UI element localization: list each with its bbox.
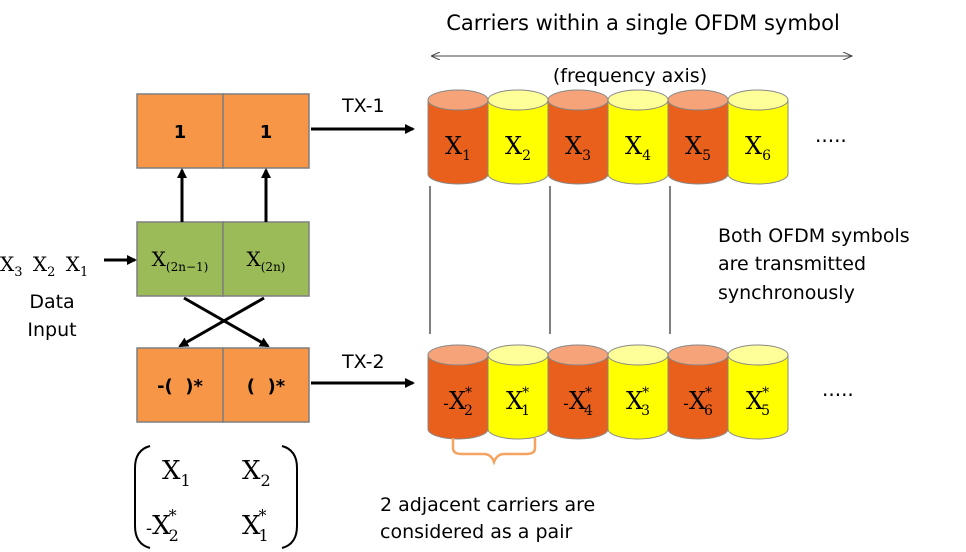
data-input-label-line2: Input bbox=[27, 319, 76, 341]
tx2-carrier-label-6: X*5 bbox=[746, 385, 770, 419]
alamouti-matrix: X1 X2 -X*2 X*1 bbox=[134, 445, 298, 549]
tx1-carrier-3: X3 bbox=[547, 89, 609, 185]
matrix-cell-1-2: X2 bbox=[242, 456, 271, 490]
frequency-axis-label: (frequency axis) bbox=[553, 65, 707, 87]
tx1-carrier-6: X6 bbox=[727, 89, 789, 185]
tx1-block: 1 1 bbox=[136, 93, 310, 169]
diagram-title: Carriers within a single OFDM symbol bbox=[446, 11, 840, 35]
tx1-carrier-2: X2 bbox=[487, 89, 549, 185]
matrix-right-bracket bbox=[281, 445, 298, 549]
tx2-carrier-label-4: X*3 bbox=[626, 385, 650, 419]
tx2-carrier-3: -X*4 bbox=[547, 344, 609, 440]
cross-arrow-left-to-right bbox=[183, 296, 270, 348]
sync-note-line3: synchronously bbox=[718, 282, 855, 304]
matrix-cell-2-2: X*1 bbox=[242, 506, 269, 545]
pair-brace bbox=[451, 438, 537, 466]
sync-note-line2: are transmitted bbox=[718, 253, 866, 275]
splitter-block: X(2n−1) X(2n) bbox=[136, 221, 310, 297]
matrix-cell-2-1: -X*2 bbox=[146, 506, 179, 545]
tx1-carrier-label-3: X3 bbox=[565, 132, 591, 164]
tx1-carrier-5: X5 bbox=[667, 89, 729, 185]
splitter-cell-left bbox=[136, 221, 224, 297]
tx2-carrier-label-5: -X*6 bbox=[683, 385, 713, 419]
tx1-carrier-label-1: X1 bbox=[445, 132, 471, 164]
tx1-carrier-label-4: X4 bbox=[625, 132, 651, 164]
tx2-cell-right bbox=[222, 347, 310, 423]
sync-note-line1: Both OFDM symbols bbox=[718, 225, 910, 247]
data-input-label-line1: Data bbox=[29, 291, 74, 313]
tx2-block: -( )* ( )* bbox=[136, 347, 310, 423]
cross-arrow-right-to-left bbox=[178, 296, 265, 348]
tx1-carrier-row: X1 X2 X3 X4 X5 X6 bbox=[427, 89, 789, 185]
tx2-cell-left-label: -( )* bbox=[157, 376, 203, 397]
tx2-carrier-label-3: -X*4 bbox=[563, 385, 593, 419]
tx2-carrier-label-1: -X*2 bbox=[443, 385, 473, 419]
tx2-label: TX-2 bbox=[341, 351, 385, 373]
tx1-cell-right bbox=[222, 93, 310, 169]
tx1-carrier-label-5: X5 bbox=[685, 132, 711, 164]
tx2-carrier-4: X*3 bbox=[607, 344, 669, 440]
tx2-carrier-2: X*1 bbox=[487, 344, 549, 440]
tx1-carrier-4: X4 bbox=[607, 89, 669, 185]
tx1-carrier-1: X1 bbox=[427, 89, 489, 185]
tx1-cell-left-label: 1 bbox=[174, 122, 187, 143]
tx2-carrier-label-2: X*1 bbox=[506, 385, 530, 419]
tx2-ellipsis: ..... bbox=[822, 377, 854, 401]
tx2-cell-right-label: ( )* bbox=[247, 376, 286, 397]
splitter-cell-right-label: X(2n) bbox=[247, 247, 286, 274]
tx1-cell-right-label: 1 bbox=[260, 122, 273, 143]
pair-note-line2: considered as a pair bbox=[380, 521, 572, 543]
splitter-cell-right bbox=[222, 221, 310, 297]
tx2-cell-left bbox=[136, 347, 224, 423]
pair-note-line1: 2 adjacent carriers are bbox=[380, 494, 595, 516]
tx1-label: TX-1 bbox=[341, 95, 385, 117]
tx2-carrier-5: -X*6 bbox=[667, 344, 729, 440]
tx1-carrier-label-2: X2 bbox=[505, 132, 531, 164]
matrix-cell-1-1: X1 bbox=[162, 456, 191, 490]
tx2-carrier-6: X*5 bbox=[727, 344, 789, 440]
tx1-ellipsis: ..... bbox=[815, 123, 847, 147]
tx1-carrier-label-6: X6 bbox=[745, 132, 771, 164]
tx2-carrier-1: -X*2 bbox=[427, 344, 489, 440]
splitter-cell-left-label: X(2n−1) bbox=[152, 247, 209, 274]
matrix-left-bracket bbox=[134, 445, 151, 549]
tx2-carrier-row: -X*2 X*1 -X*4 X*3 -X*6 X*5 bbox=[427, 344, 789, 440]
input-symbols: X3 X2 X1 bbox=[0, 252, 88, 281]
